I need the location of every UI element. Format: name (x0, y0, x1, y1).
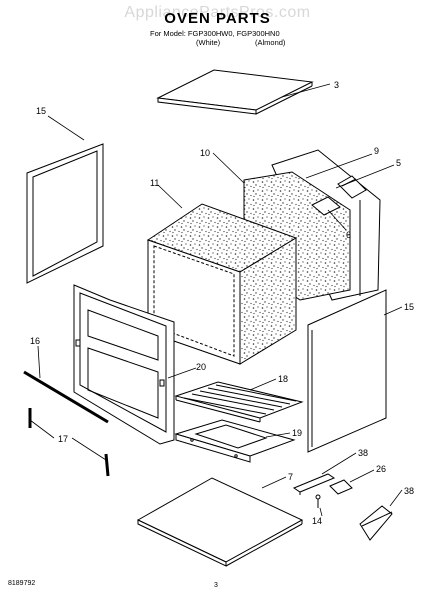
bracket-lower (359, 505, 393, 541)
variant-almond: (Almond) (255, 38, 286, 47)
callout-14: 14 (312, 516, 322, 526)
document-number: 8189792 (8, 580, 36, 587)
callout-17: 17 (58, 434, 68, 444)
callout-20: 20 (196, 362, 206, 372)
screw-part (315, 494, 321, 508)
trim-strip (23, 370, 109, 424)
callout-16: 16 (30, 336, 40, 346)
clip-part (329, 479, 353, 495)
callout-18: 18 (278, 374, 288, 384)
callout-7: 7 (288, 472, 293, 482)
bottom-plate (136, 477, 304, 567)
callout-15-left: 15 (36, 106, 46, 116)
watermark-logo: AppliancePartsPros.com (124, 4, 311, 21)
callout-3: 3 (334, 80, 339, 90)
model-line: For Model: FGP300HW0, FGP300HN0 (150, 29, 280, 38)
oven-top-panel (156, 69, 314, 115)
callout-26: 26 (376, 464, 386, 474)
callout-19: 19 (292, 428, 302, 438)
bracket-upper (292, 473, 336, 495)
callout-5: 5 (396, 158, 401, 168)
callout-9: 9 (374, 146, 379, 156)
callout-10: 10 (200, 148, 210, 158)
callout-15-right: 15 (404, 302, 414, 312)
oven-bottom-panel (174, 419, 296, 463)
callout-11: 11 (150, 178, 159, 188)
oven-front-frame (73, 284, 175, 445)
diagram-title: OVEN PARTS (164, 10, 271, 27)
door-seal (28, 408, 110, 477)
leader-lines (29, 83, 403, 517)
right-side-panel (307, 289, 387, 453)
callout-38-upper: 38 (358, 448, 368, 458)
variant-white: (White) (196, 38, 221, 47)
callout-38-lower: 38 (404, 486, 414, 496)
callout-labels: 3 15 10 9 5 11 6 15 16 20 18 17 19 7 38 … (30, 80, 414, 526)
callout-6: 6 (346, 230, 351, 240)
oven-rack (174, 381, 304, 423)
left-side-panel (26, 143, 104, 284)
page-number: 3 (214, 582, 218, 589)
